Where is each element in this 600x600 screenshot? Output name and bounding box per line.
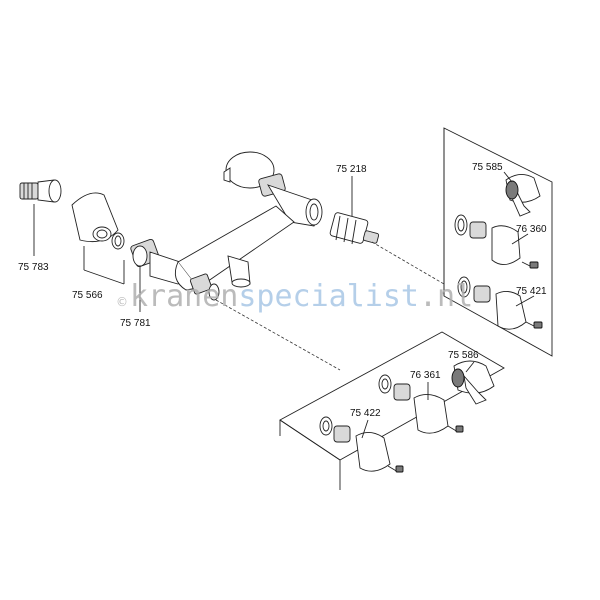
lower-handle-set-panel (279, 331, 505, 490)
watermark-text: kranenspecialist.nl (130, 279, 473, 314)
part-number-75585: 75 585 (472, 162, 503, 173)
stem-set-75422 (319, 416, 404, 473)
part-number-75783: 75 783 (18, 262, 49, 273)
tee-handle-hot (505, 174, 541, 217)
part-number-76361: 76 361 (410, 370, 441, 381)
leader-lines (33, 171, 535, 439)
part-number-75421: 75 421 (516, 286, 547, 297)
stem-set-75421 (457, 276, 543, 330)
valve-cartridge-part (329, 212, 380, 245)
coupling-nut-part (130, 238, 183, 285)
part-number-75218: 75 218 (336, 164, 367, 175)
wall-rosette-part (71, 192, 125, 250)
stem-set-76360 (454, 214, 539, 269)
part-number-75586: 75 586 (448, 350, 479, 361)
part-number-76360: 76 360 (516, 224, 547, 235)
mixer-body (174, 151, 323, 301)
tee-handle-cold (451, 360, 495, 405)
part-number-75566: 75 566 (72, 290, 103, 301)
upper-handle-set-panel (443, 127, 553, 357)
watermark-copyright: © (116, 295, 128, 309)
part-number-75781: 75 781 (120, 318, 151, 329)
stem-set-76361 (378, 374, 464, 434)
part-number-75422: 75 422 (350, 408, 381, 419)
watermark: © kranenspecialist.nl (116, 279, 473, 314)
threaded-connector-part (19, 179, 62, 203)
